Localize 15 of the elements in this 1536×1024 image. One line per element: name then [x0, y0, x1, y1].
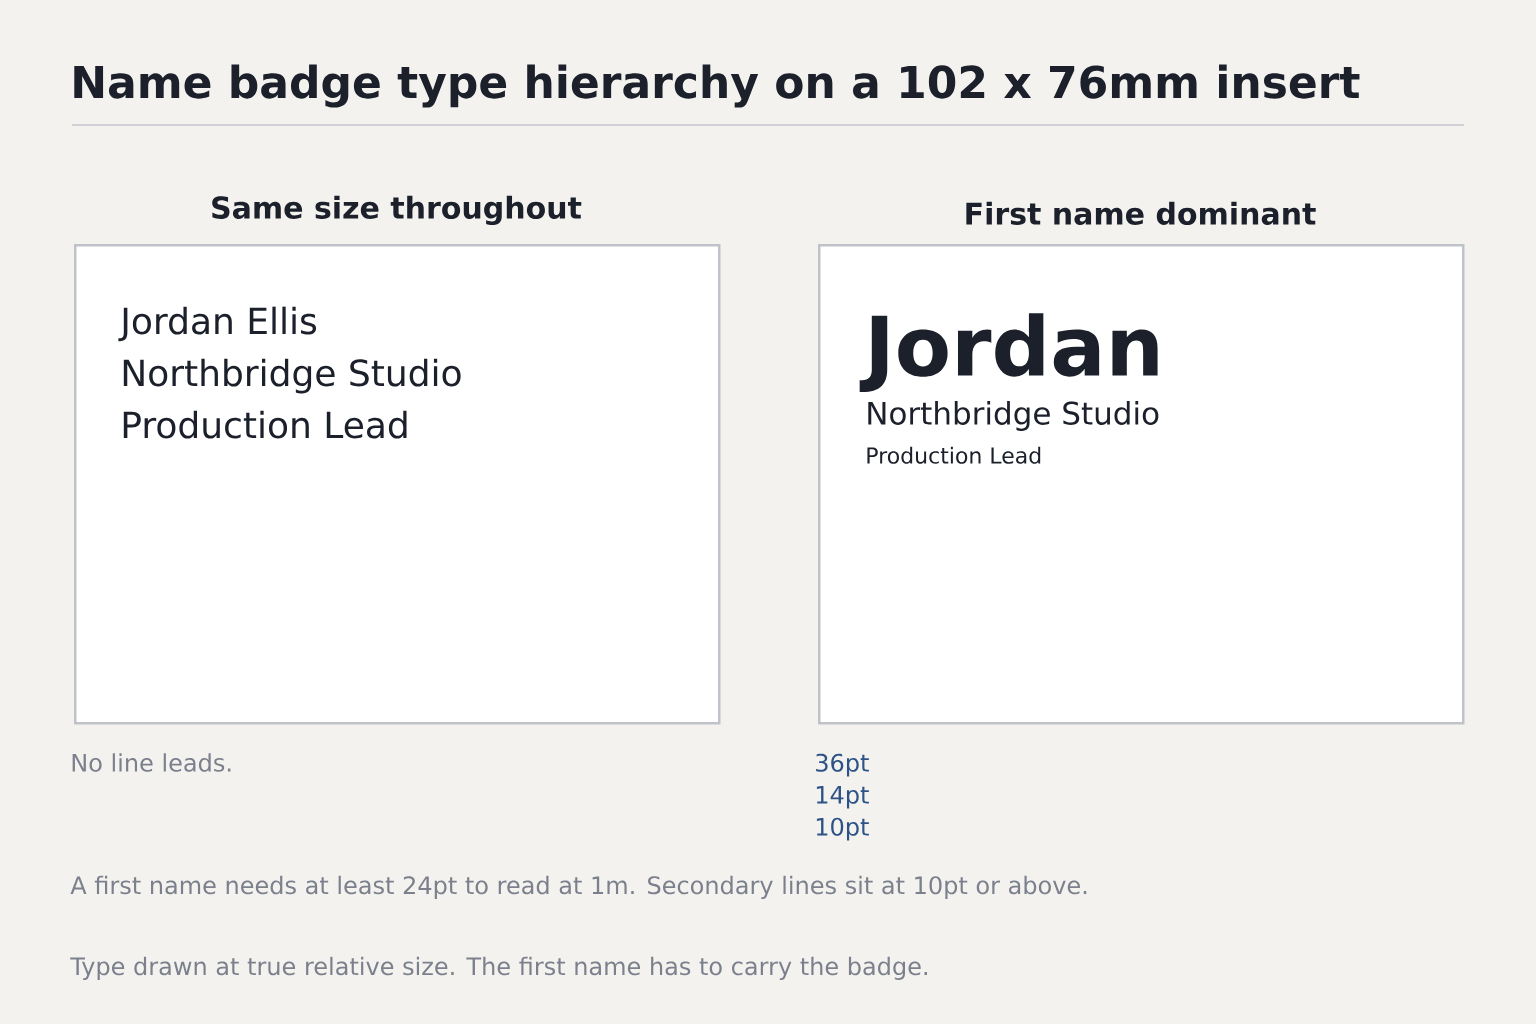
size-label: 14pt [816, 786, 869, 809]
title: Name badge type hierarchy on a 102 x 76mm insert [74, 64, 1360, 108]
badge-text: Production Lead [123, 410, 407, 439]
badge-text: Jordan [859, 313, 1158, 392]
note-text: No line leads. [72, 753, 231, 772]
badge-text: Production Lead [867, 446, 1041, 464]
note-text: A first name needs at least 24pt to read at 1m. Secondary lines sit at 10pt or above. [70, 875, 1087, 899]
size-label: 10pt [816, 817, 869, 841]
badge-text: Jordan Ellis [118, 306, 317, 342]
badge-text: Northbridge Studio [123, 358, 461, 394]
badge-text: Northbridge Studio [868, 400, 1159, 431]
panel-heading: Same size throughout [212, 195, 582, 225]
size-label: 36pt [816, 753, 869, 777]
panel-heading: First name dominant [966, 201, 1316, 225]
caption: Type drawn at true relative size. The first name has to carry the badge. [70, 956, 927, 980]
